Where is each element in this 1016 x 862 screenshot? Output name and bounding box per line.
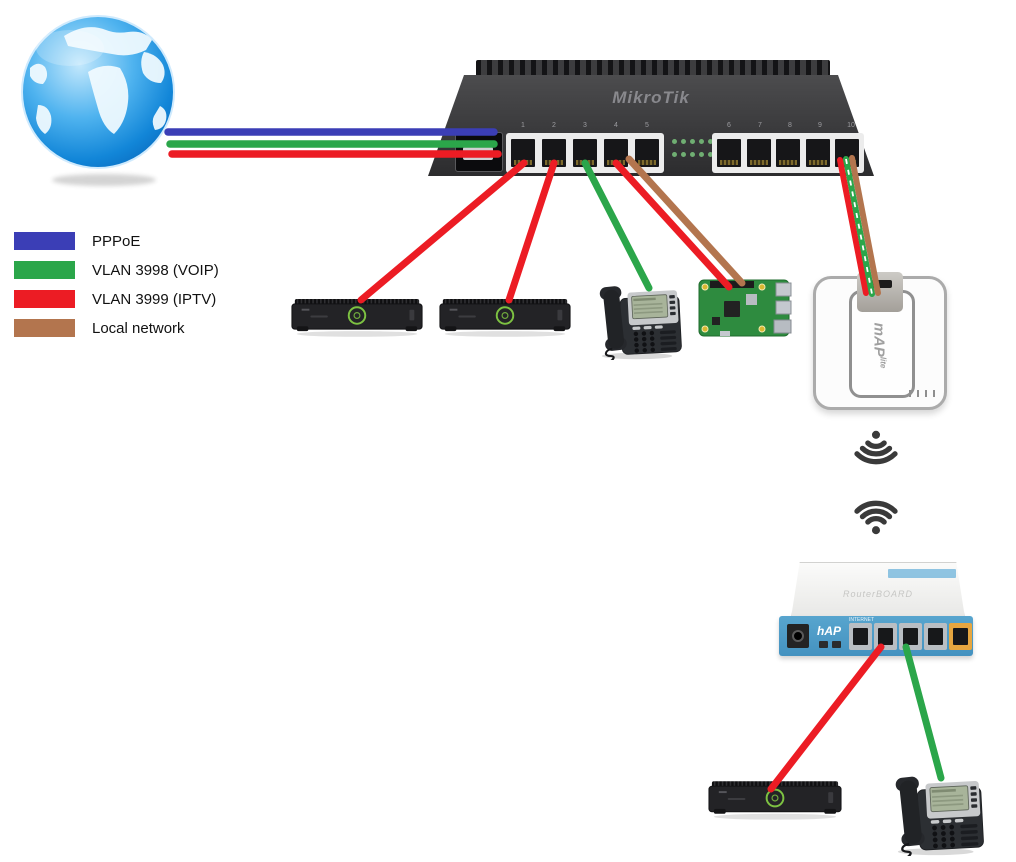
- cable-voip-phone1: [581, 159, 653, 292]
- legend-swatch-local: [14, 319, 75, 337]
- hap-front-panel: hAP INTERNET: [779, 616, 973, 656]
- wifi-icon-up: [846, 487, 906, 535]
- router-brand-logo: MikroTik: [612, 88, 690, 107]
- router-led-block: [672, 139, 713, 157]
- internet-globe: [18, 10, 188, 192]
- legend-label-pppoe: PPPoE: [92, 232, 141, 250]
- router-port-2: [542, 139, 566, 167]
- map-ethernet-clip: [857, 272, 903, 312]
- legend-row-pppoe: PPPoE: [14, 232, 294, 250]
- map-led: [917, 390, 919, 397]
- map-led: [925, 390, 927, 397]
- set-top-box-1: [289, 296, 425, 337]
- router-port-6: [717, 139, 741, 167]
- legend: PPPoE VLAN 3998 (VOIP) VLAN 3999 (IPTV) …: [14, 232, 294, 348]
- mikrotik-router: MikroTik 1 2 3 4 5 6 7 8 9 10: [428, 58, 874, 178]
- port-label: 3: [583, 122, 587, 129]
- port-label: 2: [552, 122, 556, 129]
- port-label: 10: [847, 122, 855, 129]
- port-label: 6: [727, 122, 731, 129]
- legend-swatch-vlan3998: [14, 261, 75, 279]
- globe-continents: [30, 27, 167, 134]
- set-top-box-2: [437, 296, 573, 337]
- legend-swatch-vlan3999: [14, 290, 75, 308]
- hap-top-cover: RouterBOARD: [791, 562, 965, 618]
- cable-iptv-stb1: [357, 159, 528, 304]
- port-label: 7: [758, 122, 762, 129]
- hap-port-row: [849, 623, 972, 650]
- hap-port-4: [924, 623, 947, 650]
- map-logo-sub: lite: [878, 356, 888, 368]
- wireless-link: [846, 430, 914, 528]
- map-led: [933, 390, 935, 397]
- legend-row-local: Local network: [14, 319, 294, 337]
- set-top-box-3: [706, 778, 844, 820]
- cable-voip-phone2: [902, 643, 945, 782]
- router-port-10: [835, 139, 859, 167]
- router-port-group-1: [506, 133, 664, 173]
- ip-phone-2: [886, 770, 994, 856]
- cable-iptv-raspberrypi: [612, 159, 733, 291]
- port-label: 9: [818, 122, 822, 129]
- cable-iptv-stb2: [505, 159, 558, 304]
- hap-port-1: [849, 623, 872, 650]
- map-lite-access-point: mAPlite: [813, 272, 947, 410]
- cable-iptv-stb3: [767, 643, 885, 793]
- legend-label-local: Local network: [92, 319, 185, 337]
- map-brand-logo: mAPlite: [849, 320, 909, 370]
- port-label: 8: [788, 122, 792, 129]
- router-port-4: [604, 139, 628, 167]
- legend-label-vlan3999: VLAN 3999 (IPTV): [92, 290, 217, 308]
- hap-port-5-poe: [949, 623, 972, 650]
- legend-row-vlan3998: VLAN 3998 (VOIP): [14, 261, 294, 279]
- port-label: 5: [645, 122, 649, 129]
- globe-graphic: [21, 15, 175, 186]
- router-vents: [476, 60, 830, 77]
- wifi-icon-down: [846, 430, 906, 478]
- router-sfp-port: [455, 132, 503, 172]
- hap-port-2: [874, 623, 897, 650]
- hap-brand-logo: hAP: [817, 624, 841, 638]
- hap-top-text: RouterBOARD: [842, 589, 914, 599]
- hap-port-3: [899, 623, 922, 650]
- map-ethernet-slot: [868, 280, 892, 288]
- legend-label-vlan3998: VLAN 3998 (VOIP): [92, 261, 219, 279]
- port-label: 1: [521, 122, 525, 129]
- port-label: 4: [614, 122, 618, 129]
- hap-sticker: [888, 569, 956, 578]
- raspberry-pi: [698, 277, 793, 339]
- hap-internet-label: INTERNET: [849, 617, 874, 623]
- globe-shadow: [52, 174, 156, 186]
- router-port-1: [511, 139, 535, 167]
- hap-power-jack: [787, 624, 809, 648]
- router-port-8: [776, 139, 800, 167]
- router-port-7: [746, 139, 771, 167]
- hap-router: RouterBOARD hAP INTERNET: [775, 558, 977, 658]
- router-port-3: [573, 139, 597, 167]
- legend-row-vlan3999: VLAN 3999 (IPTV): [14, 290, 294, 308]
- router-port-9: [805, 139, 830, 167]
- hap-mode-button: [832, 641, 841, 648]
- ip-phone-1: [597, 280, 685, 360]
- router-port-5: [635, 139, 659, 167]
- hap-reset-button: [819, 641, 828, 648]
- router-port-group-2: [712, 133, 864, 173]
- sfp-module: [463, 147, 493, 160]
- legend-swatch-pppoe: [14, 232, 75, 250]
- map-logo-text: mAP: [870, 322, 888, 357]
- map-led: [909, 390, 911, 397]
